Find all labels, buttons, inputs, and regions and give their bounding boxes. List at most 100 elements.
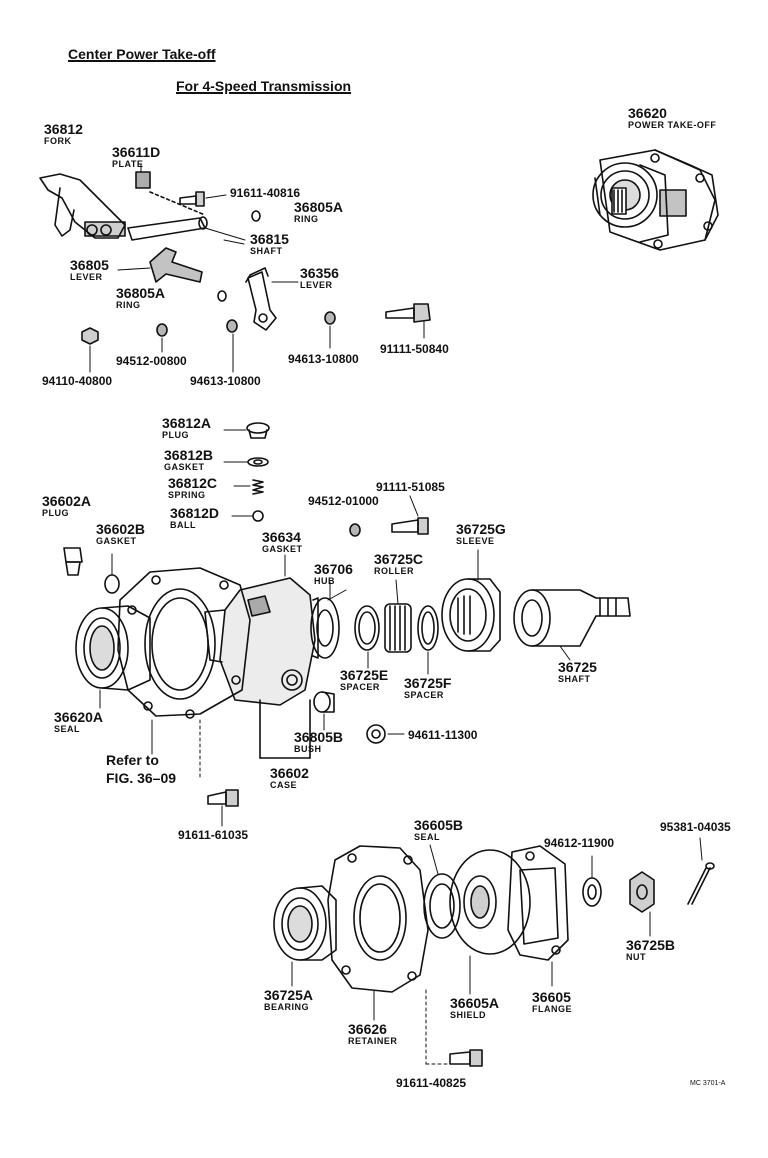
part-number: 36626 xyxy=(348,1021,387,1037)
part-number-91111-51085: 91111-51085 xyxy=(376,480,445,494)
plate-drawing xyxy=(135,171,206,216)
hex-nut-drawing xyxy=(81,327,99,345)
callout-36812C: 36812C SPRING xyxy=(168,476,217,500)
castle-nut-drawing xyxy=(629,871,655,913)
callout-36812B: 36812B GASKET xyxy=(164,448,213,472)
figure-reference-line2: FIG. 36–09 xyxy=(106,769,177,786)
callout-36725C: 36725C ROLLER xyxy=(374,552,423,576)
sleeve-drawing xyxy=(441,578,501,652)
part-number-94613-10800: 94613-10800 xyxy=(190,374,261,388)
part-number: 36805A xyxy=(116,285,166,301)
callout-36725B: 36725B NUT xyxy=(626,938,675,962)
part-number: 36725B xyxy=(626,937,676,953)
bolt-drawing xyxy=(385,303,431,323)
part-number: 36605 xyxy=(532,989,571,1005)
part-number-94512-01000: 94512-01000 xyxy=(308,494,379,508)
bearing-drawing xyxy=(273,885,337,961)
part-name: FLANGE xyxy=(532,1004,572,1014)
washer-drawing xyxy=(226,319,238,333)
part-name: SHAFT xyxy=(250,246,283,256)
part-name: NUT xyxy=(626,952,646,962)
bolt-drawing xyxy=(207,789,239,827)
spacer-36725F-drawing xyxy=(421,611,435,645)
ring-drawing xyxy=(217,290,227,302)
part-name: SEAL xyxy=(54,724,81,734)
callout-36725A: 36725A BEARING xyxy=(264,988,313,1012)
callout-36626: 36626 RETAINER xyxy=(348,1022,397,1046)
part-name: GASKET xyxy=(262,544,303,554)
part-name: SPRING xyxy=(168,490,206,500)
part-name: SEAL xyxy=(414,832,441,842)
part-name: GASKET xyxy=(96,536,137,546)
part-number-95381-04035: 95381-04035 xyxy=(660,820,731,834)
callout-36725: 36725 SHAFT xyxy=(558,660,597,684)
ring-drawing xyxy=(251,210,261,222)
part-name: BALL xyxy=(170,520,196,530)
diagram-title: Center Power Take-off xyxy=(68,46,216,62)
gasket-36602B-drawing xyxy=(104,574,120,594)
callout-36812: 36812 FORK xyxy=(44,122,83,146)
part-number-91611-40816: 91611-40816 xyxy=(230,186,301,200)
bush-drawing xyxy=(313,691,335,713)
washer-drawing xyxy=(349,523,361,537)
washer-drawing xyxy=(156,323,168,337)
diagram-subtitle: For 4-Speed Transmission xyxy=(176,78,352,94)
part-number: 36725C xyxy=(374,551,424,567)
washer-drawing xyxy=(324,311,336,325)
ball-drawing xyxy=(252,510,264,522)
part-name: LEVER xyxy=(70,272,103,282)
nut-94611-drawing xyxy=(366,724,386,744)
shield-drawing xyxy=(449,849,531,955)
part-number: 36725 xyxy=(558,659,597,675)
bolt-drawing xyxy=(391,517,429,535)
part-name: HUB xyxy=(314,576,335,586)
case-flange-drawing xyxy=(117,567,251,719)
callout-36812A: 36812A PLUG xyxy=(162,416,211,440)
callout-36602B: 36602B GASKET xyxy=(96,522,145,546)
spacer-36725E-drawing xyxy=(354,605,380,651)
part-number: 36812A xyxy=(162,415,212,431)
plug-36602A-drawing xyxy=(63,547,83,576)
part-name: PLUG xyxy=(42,508,70,518)
hub-drawing xyxy=(310,597,340,659)
part-number: 36725E xyxy=(340,667,389,683)
part-name: BUSH xyxy=(294,744,322,754)
callout-36725F: 36725F SPACER xyxy=(404,676,451,700)
shaft-36725-drawing xyxy=(513,589,631,647)
part-number-94612-11900: 94612-11900 xyxy=(544,836,615,850)
washer-94612-drawing xyxy=(587,884,597,900)
washer-94612-drawing xyxy=(582,877,602,907)
part-name: RING xyxy=(294,214,319,224)
part-number: 36620 xyxy=(628,105,667,121)
part-number: 36356 xyxy=(300,265,339,281)
callout-36356: 36356 LEVER xyxy=(300,266,339,290)
seal-36605B-drawing xyxy=(423,873,461,939)
part-name: CASE xyxy=(270,780,298,790)
part-number-94512-00800: 94512-00800 xyxy=(116,354,187,368)
part-number: 36611D xyxy=(112,144,161,160)
bolt-drawing xyxy=(449,1049,483,1067)
callout-36805: 36805 LEVER xyxy=(70,258,109,282)
cotter-pin-drawing xyxy=(687,862,715,905)
part-number: 36602A xyxy=(42,493,92,509)
callout-36602A: 36602A PLUG xyxy=(42,494,91,518)
part-number: 36812C xyxy=(168,475,218,491)
callout-36805B: 36805B BUSH xyxy=(294,730,343,754)
lever-36356-drawing xyxy=(245,267,277,331)
part-number: 36605A xyxy=(450,995,500,1011)
part-number: 36605B xyxy=(414,817,464,833)
power-take-off-assembly-drawing xyxy=(592,149,719,251)
callout-36706: 36706 HUB xyxy=(314,562,353,586)
seal-36620A-drawing xyxy=(75,605,151,691)
callout-36602: 36602 CASE xyxy=(270,766,309,790)
shaft-drawing xyxy=(127,216,246,241)
part-name: FORK xyxy=(44,136,72,146)
roller-drawing xyxy=(384,603,412,653)
part-number: 36725F xyxy=(404,675,452,691)
spacer-36725E-drawing xyxy=(358,611,376,645)
callout-36620A: 36620A SEAL xyxy=(54,710,103,734)
part-number: 36805 xyxy=(70,257,109,273)
fork-drawing xyxy=(39,173,126,239)
leader-lines xyxy=(99,549,571,781)
